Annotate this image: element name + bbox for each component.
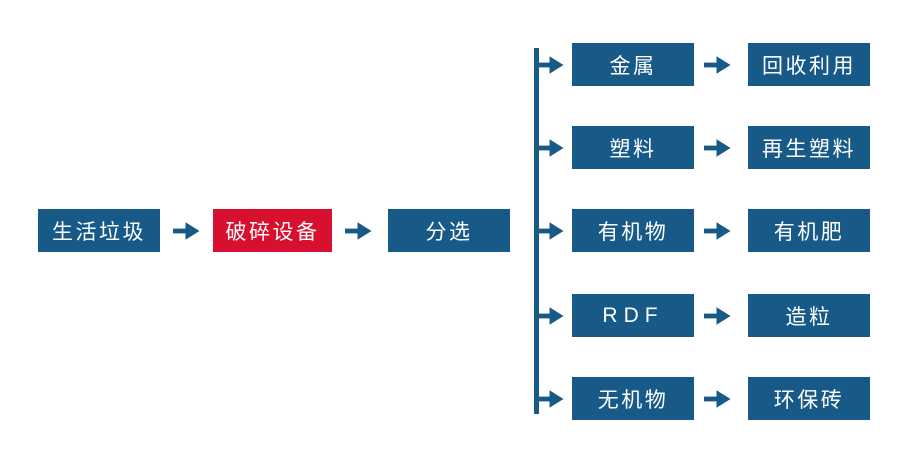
- node-plastic: 塑料: [572, 126, 694, 169]
- arrow-right-icon: [704, 389, 731, 408]
- arrow-right-icon: [704, 55, 731, 74]
- node-granulation: 造粒: [748, 294, 870, 337]
- node-recycling-label: 回收利用: [762, 54, 856, 78]
- branch-row-organic: 有机物 有机肥: [536, 209, 870, 252]
- node-household-waste: 生活垃圾: [38, 209, 160, 252]
- node-inorganic-matter: 无机物: [572, 377, 694, 420]
- arrow-right-icon: [704, 221, 731, 240]
- branch-arrow-icon: [536, 221, 564, 240]
- node-recycled-plastic-label: 再生塑料: [762, 137, 856, 161]
- arrow-right-icon: [704, 306, 731, 325]
- branch-arrow-icon: [536, 138, 564, 157]
- node-recycling: 回收利用: [748, 43, 870, 86]
- node-metal: 金属: [572, 43, 694, 86]
- node-crushing-equipment-label: 破碎设备: [225, 220, 320, 244]
- node-granulation-label: 造粒: [785, 305, 833, 329]
- node-organic-fertilizer-label: 有机肥: [773, 220, 845, 244]
- node-rdf: RDF: [572, 294, 694, 337]
- node-eco-brick: 环保砖: [748, 377, 870, 420]
- node-sorting: 分选: [388, 209, 510, 252]
- node-plastic-label: 塑料: [609, 137, 657, 161]
- node-inorganic-matter-label: 无机物: [597, 388, 669, 412]
- node-recycled-plastic: 再生塑料: [748, 126, 870, 169]
- branch-row-plastic: 塑料 再生塑料: [536, 126, 870, 169]
- node-organic-fertilizer: 有机肥: [748, 209, 870, 252]
- branch-arrow-icon: [536, 306, 564, 325]
- branch-arrow-icon: [536, 389, 564, 408]
- node-metal-label: 金属: [609, 54, 657, 78]
- node-organic-matter-label: 有机物: [597, 220, 669, 244]
- node-rdf-label: RDF: [602, 303, 664, 327]
- arrow-right-icon: [704, 138, 731, 157]
- branch-row-inorganic: 无机物 环保砖: [536, 377, 870, 420]
- main-flow-row: 生活垃圾 破碎设备 分选: [38, 209, 510, 252]
- branch-row-metal: 金属 回收利用: [536, 43, 870, 86]
- node-organic-matter: 有机物: [572, 209, 694, 252]
- arrow-right-icon: [173, 221, 200, 240]
- node-sorting-label: 分选: [425, 220, 473, 244]
- branch-row-rdf: RDF 造粒: [536, 294, 870, 337]
- node-crushing-equipment: 破碎设备: [213, 209, 332, 252]
- node-household-waste-label: 生活垃圾: [52, 220, 146, 244]
- branch-arrow-icon: [536, 55, 564, 74]
- node-eco-brick-label: 环保砖: [773, 388, 845, 412]
- arrow-right-icon: [345, 221, 372, 240]
